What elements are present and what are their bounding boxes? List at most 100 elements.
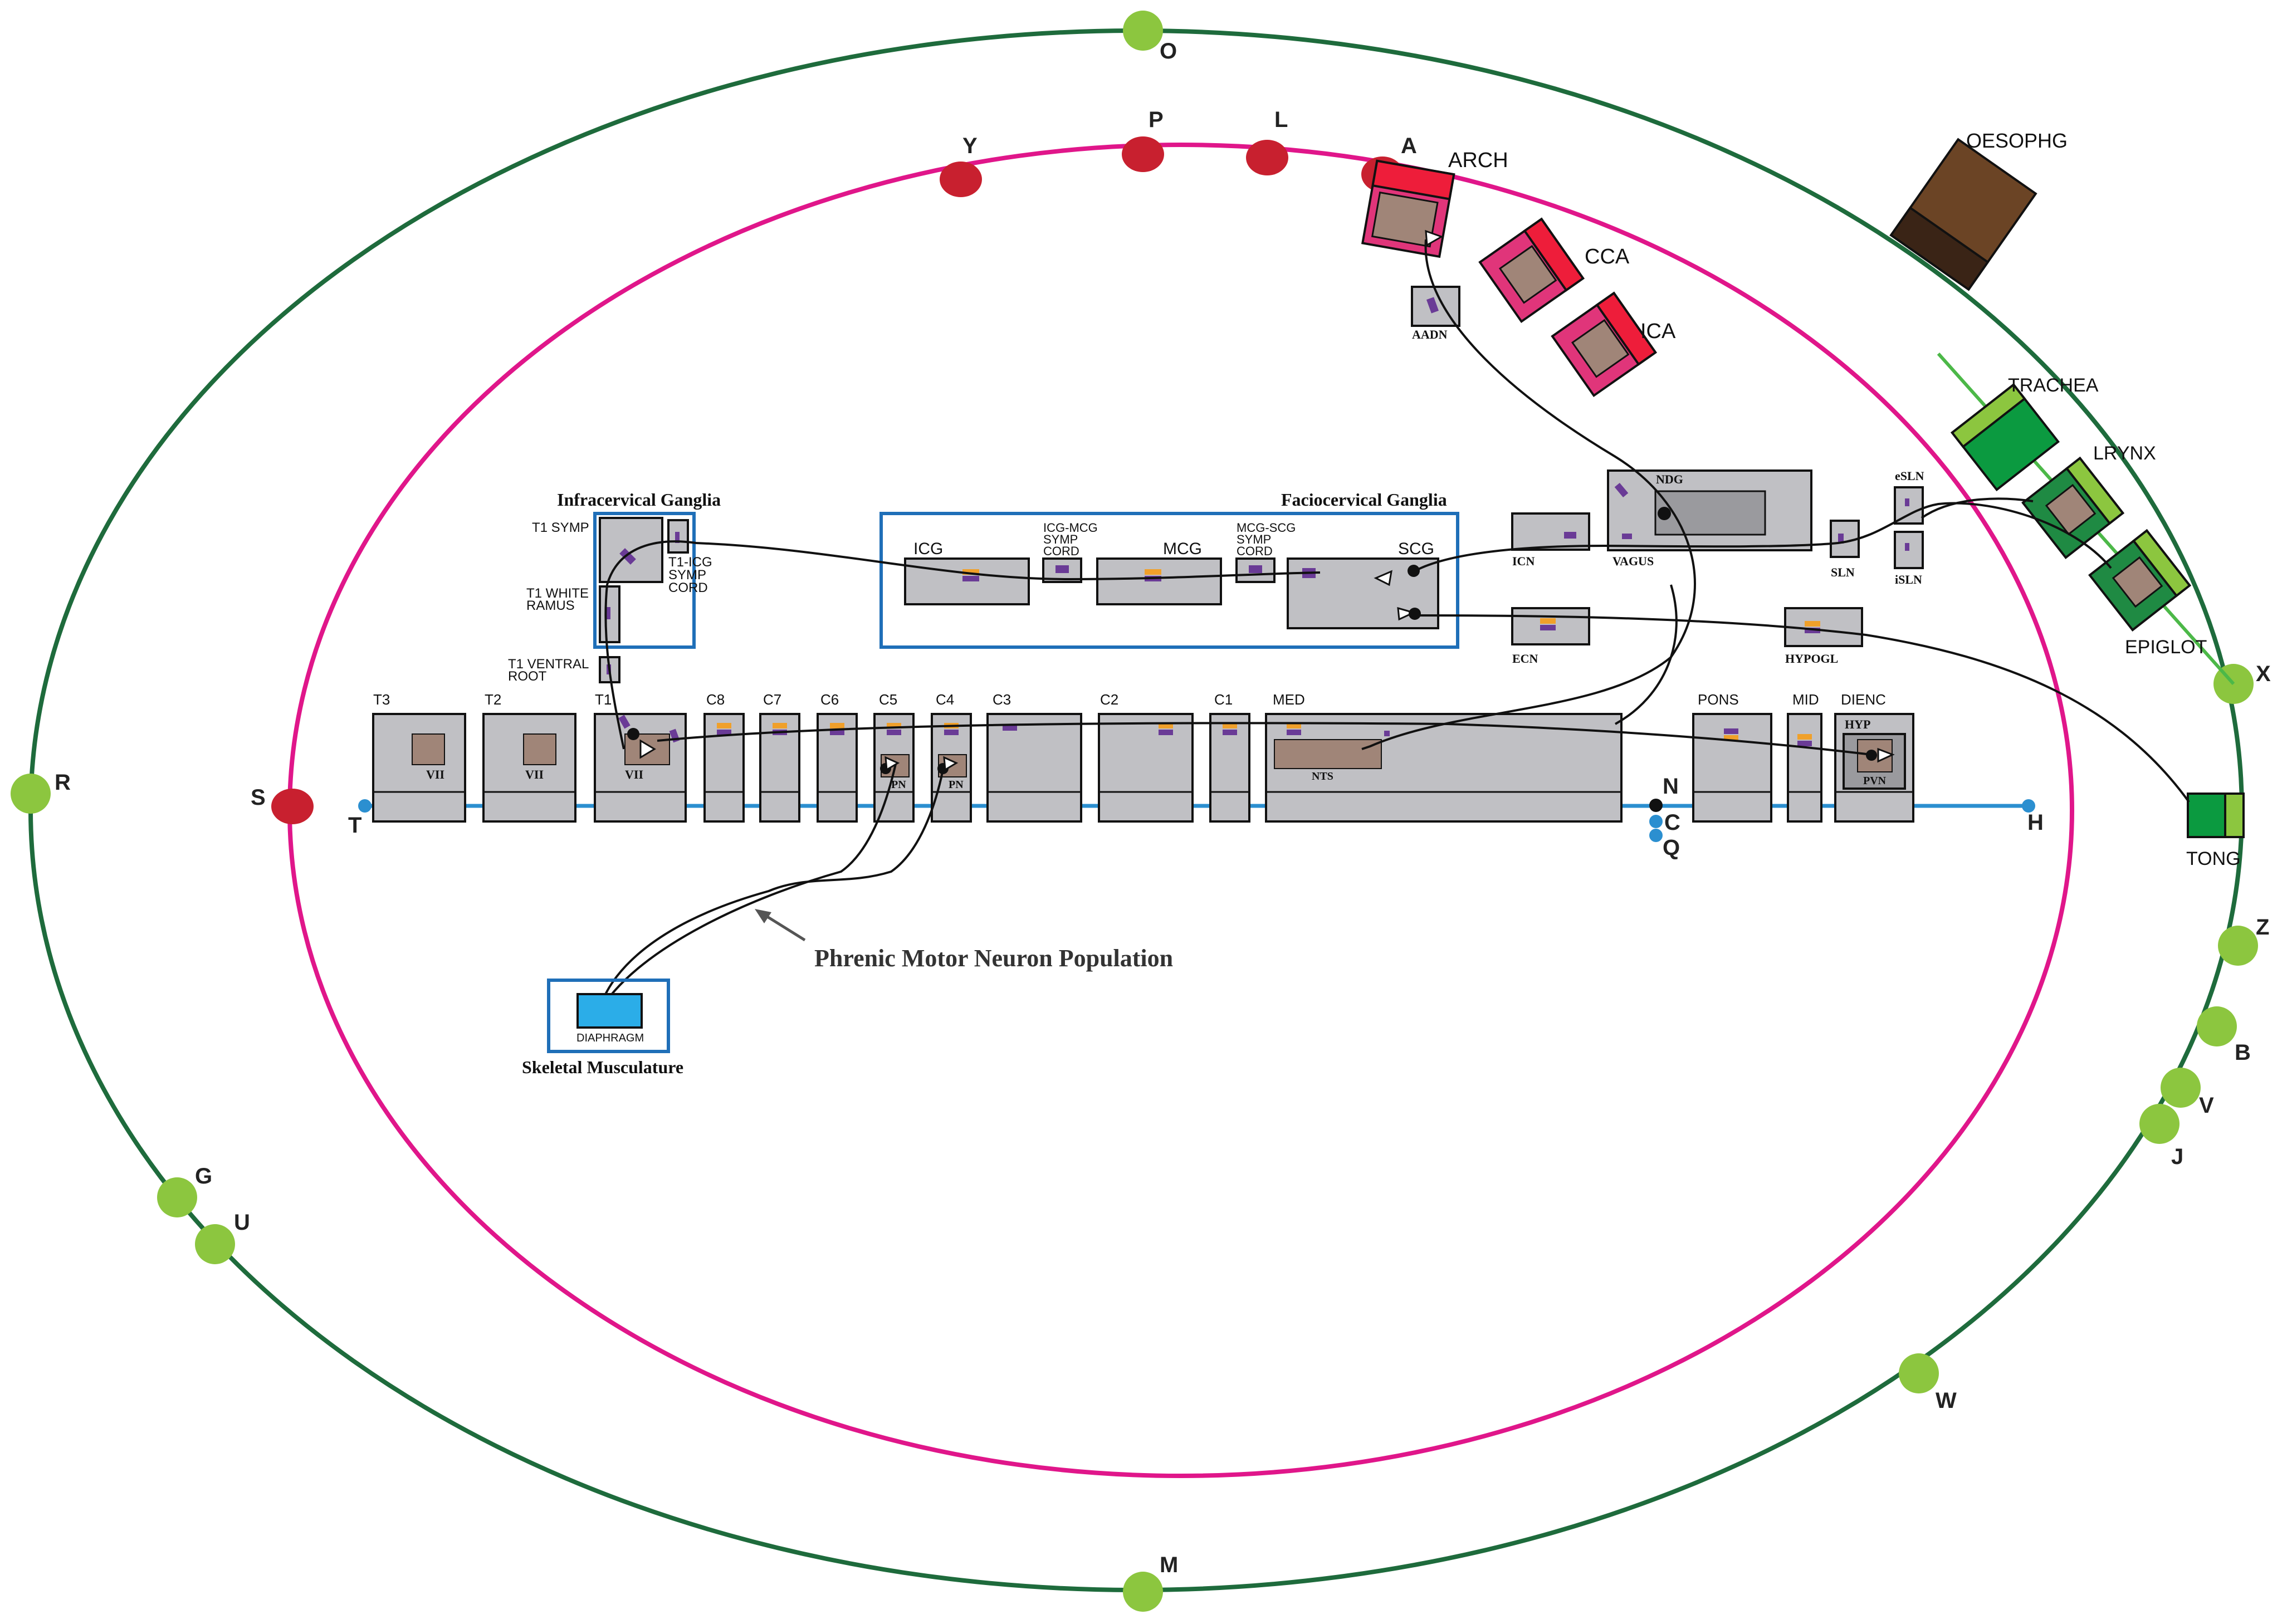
icn-mark [1564,532,1576,539]
aadn-box[interactable] [1411,286,1460,327]
node-z[interactable] [2218,926,2258,966]
t1-icg-mark [675,532,680,543]
inner-node-labels: Y P L A S [251,107,1417,810]
ica-vessel[interactable] [1551,291,1657,398]
axis-labels: T N C Q H [348,774,2044,860]
esln-box[interactable] [1894,486,1924,525]
cord-segments [372,713,1914,823]
hypogl-label: HYPOGL [1785,652,1838,666]
node-r[interactable] [11,774,51,814]
t1-symp-label: T1 SYMP [532,520,589,535]
icn-box[interactable] [1511,512,1590,551]
pvn-arrow [1877,747,1895,763]
hypogl-mark-orange [1805,621,1820,627]
nts-label: NTS [1312,770,1333,782]
diaphragm-label: DIAPHRAGM [576,1032,644,1044]
vii-nucleus-t3[interactable] [412,733,445,765]
cca-vessel[interactable] [1478,217,1585,324]
segment-mid[interactable] [1787,713,1822,823]
icg-label: ICG [913,540,943,558]
faciocervical-title: Faciocervical Ganglia [1281,490,1447,510]
node-v[interactable] [2161,1068,2201,1108]
icg-mcg-label-3: CORD [1043,544,1079,558]
tongue[interactable] [2187,793,2245,838]
label-s: S [251,785,266,810]
t1-icg-label-3: CORD [668,580,708,595]
segment-c1[interactable] [1209,713,1250,823]
icg-mark-purple [962,576,979,581]
skeletal-title: Skeletal Musculature [522,1057,683,1077]
larynx[interactable] [2021,456,2125,560]
pn-label-c4: PN [949,779,964,791]
axis-node-c2[interactable] [1649,829,1663,842]
icg-mcg-label-2: SYMP [1043,532,1078,546]
t1-icg-box[interactable] [667,519,689,554]
label-c: C [1664,810,1680,835]
node-l[interactable] [1246,140,1288,175]
trachea[interactable] [1951,383,2060,492]
ecn-mark-purple [1540,625,1556,630]
vagus-mark-2 [1622,534,1632,539]
label-o: O [1160,39,1177,63]
label-p: P [1149,107,1164,132]
t1-symp-box[interactable] [599,517,663,583]
segment-c2[interactable] [1098,713,1194,823]
ndg-inner-box[interactable] [1654,490,1766,536]
node-o[interactable] [1123,11,1163,51]
t1-arrow [639,739,656,759]
label-med: MED [1273,691,1305,708]
label-t3: T3 [373,691,390,708]
nts-nucleus[interactable] [1274,739,1382,769]
node-p[interactable] [1122,136,1164,172]
node-j[interactable] [2139,1104,2180,1144]
outer-nodes [11,11,2258,1612]
node-b[interactable] [2197,1006,2237,1046]
segment-labels: T3 T2 T1 C8 C7 C6 C5 C4 C3 C2 C1 MED PON… [373,691,1886,708]
label-c5: C5 [879,691,897,708]
label-c6: C6 [820,691,839,708]
node-u[interactable] [195,1224,235,1264]
node-y[interactable] [940,162,982,197]
label-w: W [1936,1388,1957,1413]
icn-label: ICN [1512,554,1535,568]
faciocervical-group[interactable] [879,512,1459,649]
node-m[interactable] [1123,1572,1163,1612]
oesophagus[interactable] [1889,138,2037,291]
node-g[interactable] [157,1177,197,1217]
axis-end-h[interactable] [2022,799,2035,813]
vii-nucleus-t2[interactable] [523,733,556,765]
infracervical-group[interactable] [593,512,696,649]
diaphragm-box[interactable] [576,993,643,1029]
epiglottis[interactable] [2088,529,2192,632]
axis-node-n[interactable] [1649,799,1663,812]
label-c3: C3 [993,691,1011,708]
label-t: T [348,813,361,838]
ecn-mark-orange [1540,618,1556,624]
arch-vessel[interactable] [1361,159,1455,258]
segment-c3[interactable] [986,713,1082,823]
label-t1: T1 [595,691,612,708]
t1-symp-mark [619,548,636,565]
label-pons: PONS [1698,691,1739,708]
esln-label: eSLN [1895,469,1924,483]
label-u: U [234,1210,250,1235]
node-s[interactable] [271,789,314,824]
skeletal-group[interactable] [547,979,670,1053]
sln-label: SLN [1831,565,1855,579]
mcg-scg-label-1: MCG-SCG [1237,521,1296,535]
segment-t2[interactable] [482,713,576,823]
label-c4: C4 [936,691,954,708]
axis-end-t[interactable] [358,799,372,813]
scg-arrow-upper [1374,570,1392,586]
label-l: L [1274,107,1288,132]
segment-t3[interactable] [372,713,466,823]
vagus-label: VAGUS [1612,554,1654,568]
t1-icg-label-2: SYMP [668,568,706,583]
vagus-mark-1 [1614,482,1629,498]
axis-node-c1[interactable] [1649,815,1663,828]
vii-label-t2: VII [525,767,544,781]
label-dienc: DIENC [1841,691,1886,708]
node-w[interactable] [1899,1353,1939,1393]
c4-arrow [943,756,959,771]
